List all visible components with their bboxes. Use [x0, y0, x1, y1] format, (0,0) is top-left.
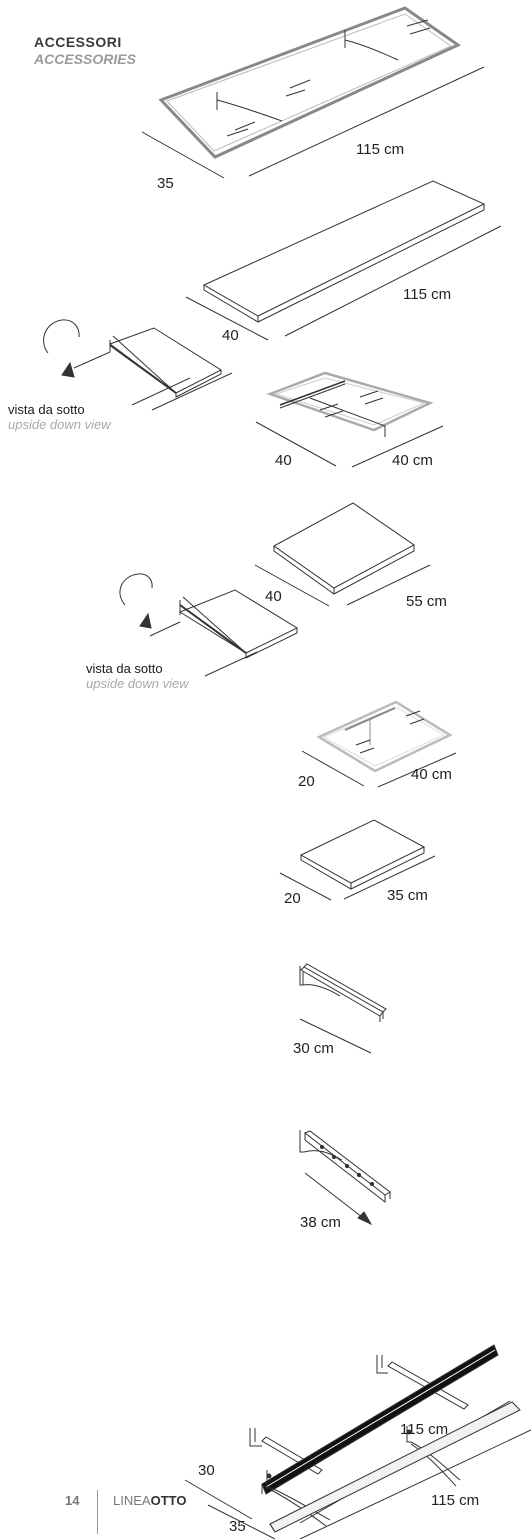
underside-view-2-drawing [119, 573, 299, 677]
dim-2-width: 115 cm [403, 286, 452, 303]
shelf-115x35-drawing [207, 1401, 531, 1539]
upside-down-view-label-1: vista da sotto upside down view [8, 402, 111, 432]
glass-shelf-115x35-drawing [141, 6, 485, 179]
title-italian: ACCESSORI [34, 34, 122, 50]
footer-divider [97, 1490, 98, 1534]
title-english: ACCESSORIES [34, 51, 136, 67]
underside-view-1-drawing [43, 319, 233, 411]
dim-1-width: 115 cm [356, 141, 405, 158]
dim-5-depth: 20 [298, 773, 315, 790]
dim-6-depth: 20 [284, 890, 301, 907]
section-title: ACCESSORI ACCESSORIES [34, 34, 136, 68]
dim-1-depth: 35 [157, 175, 174, 192]
board-35x20-drawing [279, 819, 436, 901]
dim-9-depth: 30 [198, 1462, 215, 1479]
vista-it-1: vista da sotto [8, 402, 85, 417]
vista-it-2: vista da sotto [86, 661, 163, 676]
dim-3-depth: 40 [275, 452, 292, 469]
dim-2-depth: 40 [222, 327, 239, 344]
board-55x40-drawing [254, 502, 431, 607]
board-115x40-drawing [185, 180, 502, 341]
glass-shelf-40x40-drawing [255, 371, 444, 468]
dim-6-width: 35 cm [387, 887, 428, 904]
dim-4-width: 55 cm [406, 593, 447, 610]
dim-5-width: 40 cm [411, 766, 452, 783]
dim-10-width: 115 cm [431, 1492, 480, 1509]
vista-en-1: upside down view [8, 417, 111, 432]
dim-10-depth: 35 [229, 1518, 246, 1535]
bracket-30cm-drawing [299, 963, 387, 1054]
bracket-38cm-drawing [299, 1130, 391, 1226]
brand-bold: OTTO [150, 1493, 187, 1508]
dim-4-depth: 40 [265, 588, 282, 605]
dim-9-width: 115 cm [400, 1421, 449, 1438]
dim-8-length: 38 cm [300, 1214, 341, 1231]
brand-light: LINEA [113, 1493, 151, 1508]
upside-down-view-label-2: vista da sotto upside down view [86, 661, 189, 691]
dim-7-length: 30 cm [293, 1040, 334, 1057]
dim-3-width: 40 cm [392, 452, 433, 469]
vista-en-2: upside down view [86, 676, 189, 691]
page-number: 14 [65, 1493, 80, 1508]
glass-shelf-40x20-drawing [301, 700, 457, 788]
brand-name: LINEAOTTO [113, 1493, 186, 1508]
